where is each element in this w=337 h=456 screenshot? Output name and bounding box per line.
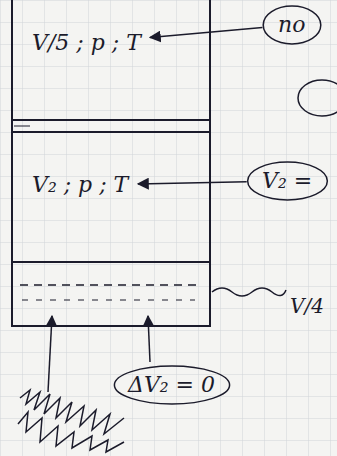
scribble-hatch [20,390,124,434]
ellipse-outline [263,6,321,44]
sketch-text: ΔV₂ = 0 [128,372,216,397]
chamber-state: V₂ ; p ; T [26,168,135,202]
wavy-leader [212,288,286,296]
chamber-state: V/5 ; p ; T [26,26,147,60]
arrow-line [148,316,150,362]
piston-top [12,119,210,121]
sketch-text: по [278,12,306,37]
sketch-text: V₂ = [262,168,313,193]
piston-mark [14,126,30,127]
arrow-line [48,316,52,392]
ellipse-outline [248,162,328,200]
scribble-hatch [18,412,124,452]
dashed-level [20,284,202,286]
callout-ellipse: ΔV₂ = 0 [112,364,232,406]
callout-ellipse: V₂ = [246,160,329,202]
cylinder-wall [12,0,210,326]
piston-line [12,261,210,263]
sketch-text: V/5 ; p ; T [32,30,141,55]
sketch-text: V₂ ; p ; T [32,172,129,197]
volume-label: V/4 [290,294,324,318]
ellipse-outline [114,366,229,404]
pointer-arrow [138,182,247,184]
pointer-arrow [150,28,262,38]
empty-callout [298,80,337,116]
piston-bottom [12,131,210,133]
callout-ellipse: по [262,4,322,46]
dashed-level [22,300,195,301]
